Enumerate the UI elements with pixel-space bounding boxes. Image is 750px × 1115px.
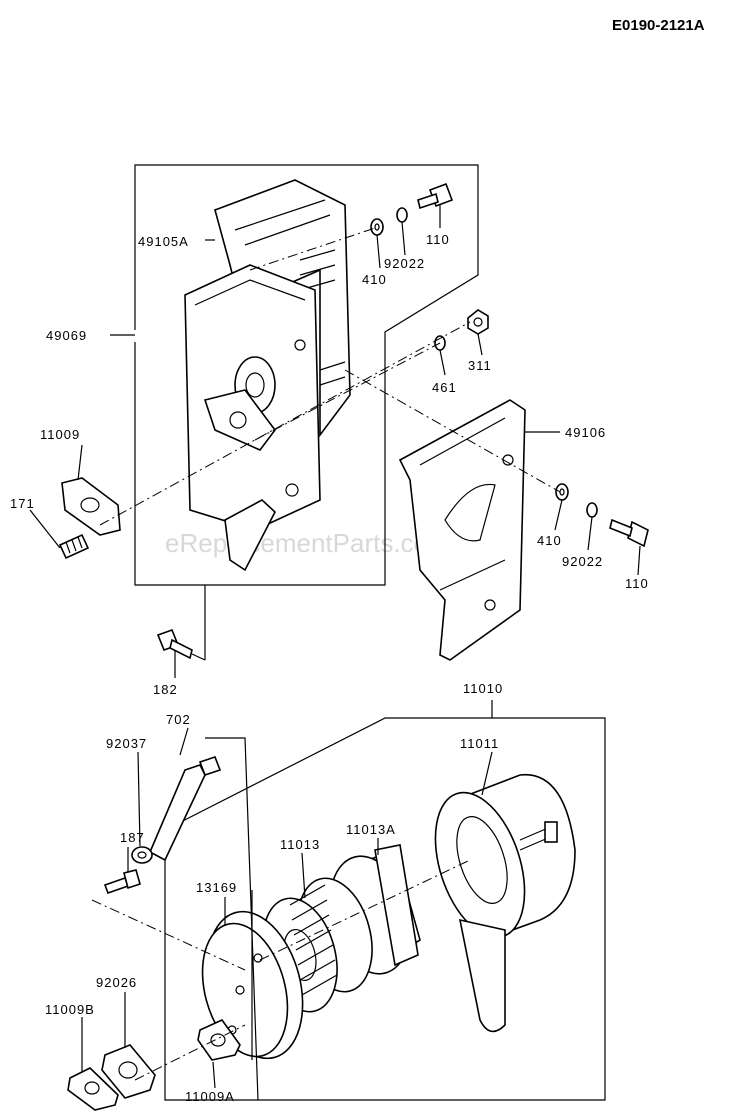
diagram-code: E0190-2121A <box>612 17 705 34</box>
gasket-11009 <box>61 477 121 536</box>
label-92022-upper: 92022 <box>384 256 425 271</box>
label-11009A: 11009A <box>185 1089 235 1104</box>
label-49106: 49106 <box>565 425 606 440</box>
label-11011: 11011 <box>460 736 499 751</box>
alignment-lines-lower <box>91 859 471 1081</box>
spacer-92026 <box>101 1044 156 1099</box>
gasket-11009A <box>197 1019 241 1061</box>
label-11013: 11013 <box>280 837 320 852</box>
label-11009B: 11009B <box>45 1002 95 1017</box>
breather-hose-702 <box>148 755 222 862</box>
muffler-guard-49106 <box>398 399 526 661</box>
label-92022-lower: 92022 <box>562 554 603 569</box>
clamp-92037 <box>131 846 153 864</box>
label-461: 461 <box>432 380 457 395</box>
label-171: 171 <box>10 496 35 511</box>
gasket-11009B <box>67 1067 119 1111</box>
muffler-group-bracket <box>134 164 479 586</box>
label-11013A: 11013A <box>346 822 396 837</box>
air-cleaner-group-bracket <box>164 700 606 1101</box>
leader-lines-upper <box>29 205 641 678</box>
washer-410-upper <box>370 218 384 236</box>
label-311: 311 <box>468 358 492 373</box>
washer-410-lower <box>555 483 569 501</box>
label-49105A: 49105A <box>138 234 189 249</box>
label-11010: 11010 <box>463 681 503 696</box>
label-13169: 13169 <box>196 880 237 895</box>
label-702: 702 <box>166 712 191 727</box>
label-92026: 92026 <box>96 975 137 990</box>
label-410-upper: 410 <box>362 272 387 287</box>
leader-lines-lower <box>81 727 493 1101</box>
air-cleaner-cover-11011 <box>434 773 576 1033</box>
label-410-lower: 410 <box>537 533 562 548</box>
label-110-upper: 110 <box>426 232 450 247</box>
muffler-body-49069 <box>184 264 321 572</box>
label-11009: 11009 <box>40 427 80 442</box>
label-49069: 49069 <box>46 328 87 343</box>
washer-92022-lower <box>586 502 598 518</box>
label-182: 182 <box>153 682 178 697</box>
filter-element-11013 <box>262 877 373 1013</box>
bolt-110-upper <box>417 182 454 210</box>
bolt-182 <box>156 628 193 660</box>
bolt-110-lower <box>609 518 649 548</box>
stud-171 <box>58 533 90 560</box>
alignment-lines-upper <box>99 227 561 526</box>
bolt-187 <box>103 869 141 895</box>
washer-92022-upper <box>396 207 408 223</box>
nut-311 <box>467 309 489 335</box>
label-110-lower: 110 <box>625 576 649 591</box>
label-92037: 92037 <box>106 736 147 751</box>
label-187: 187 <box>120 830 145 845</box>
watermark: eReplacementParts.com <box>165 528 450 558</box>
